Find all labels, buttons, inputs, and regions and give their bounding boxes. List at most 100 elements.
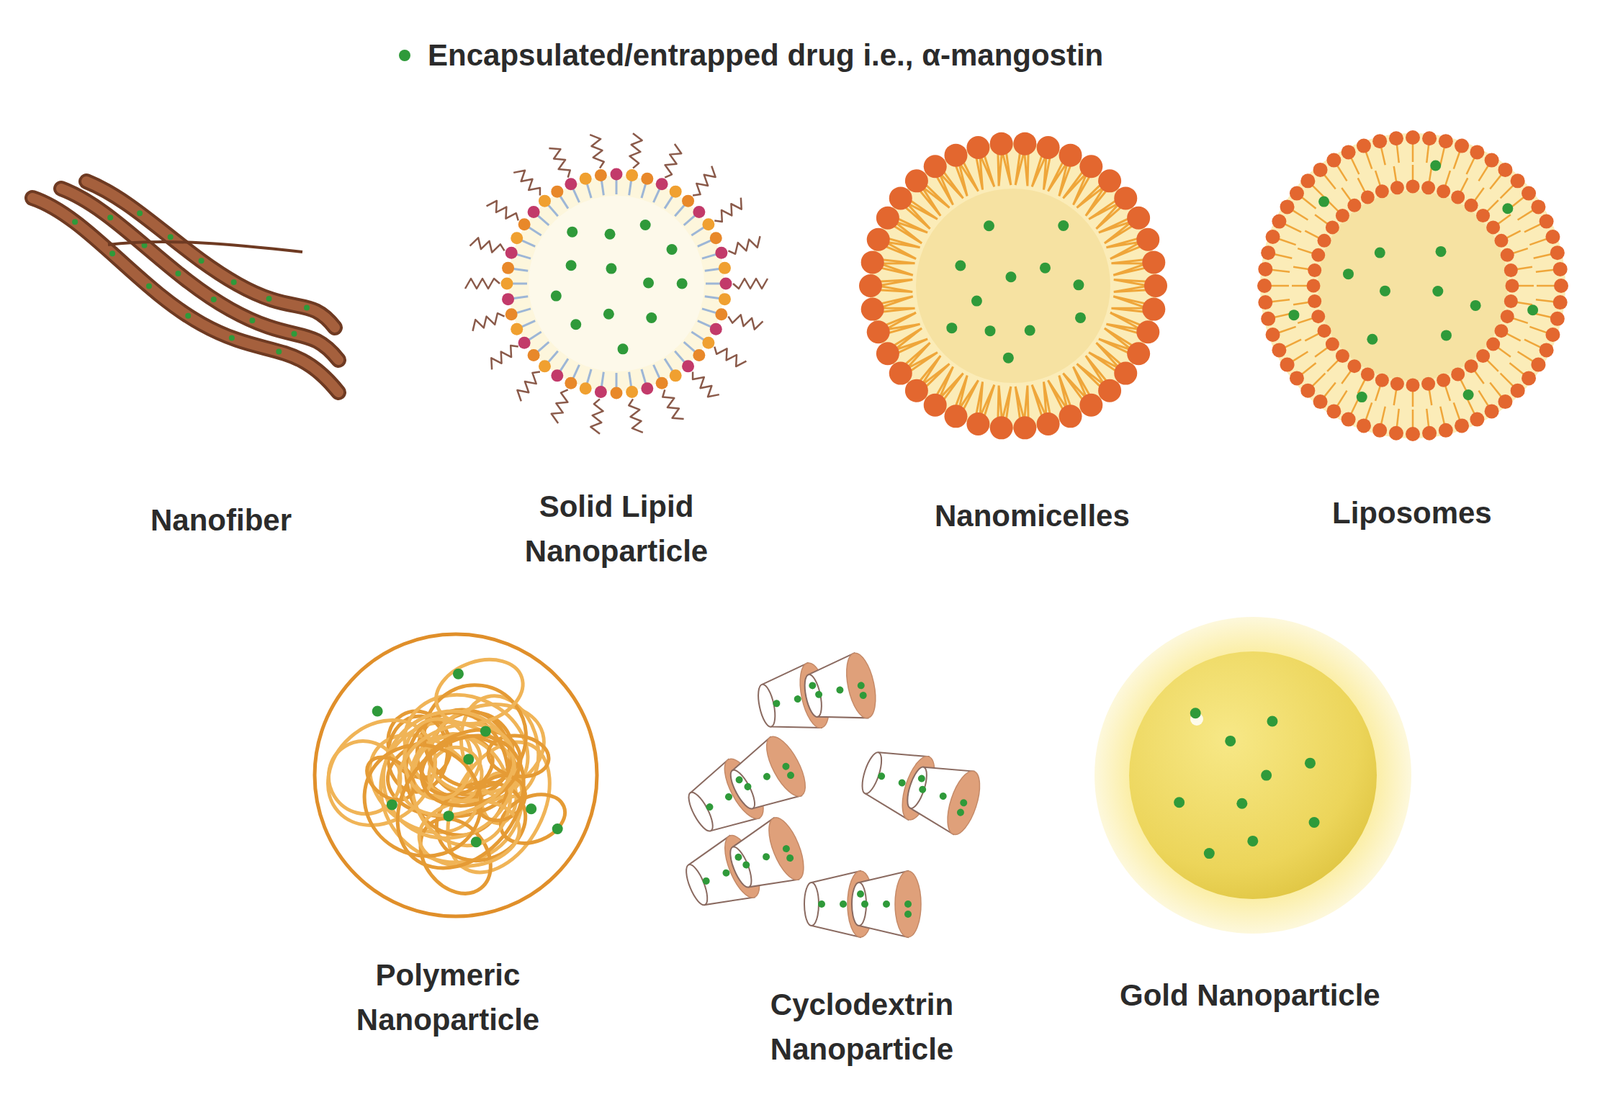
legend: Encapsulated/entrapped drug i.e., α-mang… [398, 38, 1104, 73]
lipid-head [538, 195, 551, 208]
lipid-head [1486, 220, 1500, 235]
lipid-head [1326, 403, 1341, 419]
polymer-chain [427, 648, 532, 736]
drug-dot [1356, 391, 1368, 403]
lipid-tail [1489, 173, 1503, 190]
lipid-tail [1311, 373, 1326, 389]
lipid-tail [1272, 253, 1292, 258]
drug-dot [859, 691, 868, 700]
drug-dot [983, 220, 995, 232]
cyclodextrin-rim [725, 766, 759, 812]
surfactant-tail [691, 226, 705, 236]
drug-dot [959, 798, 969, 808]
surfactant-tail [674, 351, 685, 364]
peg-chain [727, 314, 763, 330]
drug-dot [146, 283, 152, 290]
peg-chain [714, 347, 746, 368]
drug-dot [1432, 285, 1444, 297]
lipid-head [1335, 349, 1350, 363]
drug-dot [645, 312, 657, 324]
lipid-tail [1283, 223, 1302, 232]
drug-dot [249, 317, 255, 324]
drug-dot [676, 278, 688, 290]
lipid-head [501, 262, 515, 275]
solid-lipid-nanoparticle-figure [465, 133, 768, 435]
drug-dot [109, 250, 116, 257]
surfactant-tail [697, 239, 713, 247]
peg-chain [692, 166, 716, 196]
lipid-head [1469, 144, 1485, 160]
surfactant-head [1059, 144, 1083, 168]
drug-dot [167, 234, 174, 240]
surfactant-head [866, 320, 891, 344]
figure-label: Gold Nanoparticle [1119, 973, 1381, 1019]
peg-chain [590, 398, 603, 435]
drug-dot [882, 900, 891, 909]
lipid-head [1500, 248, 1515, 263]
surfactant-tail [1111, 296, 1148, 313]
lipid-head [1317, 234, 1332, 248]
drug-dot [836, 686, 845, 695]
lipid-tail [1322, 382, 1336, 399]
drug-dot [525, 803, 537, 815]
lipid-head [1372, 423, 1387, 438]
lipid-head [718, 293, 731, 306]
lipid-head [1450, 190, 1465, 205]
drug-dot [570, 318, 582, 330]
lipid-head [1390, 180, 1405, 195]
fiber-strand [32, 198, 339, 393]
peg-chain [551, 389, 569, 424]
drug-dot [971, 295, 983, 307]
surfactant-tail [586, 182, 592, 199]
lipid-head [1341, 412, 1356, 428]
surfactant-tail [691, 331, 705, 341]
fiber-guide [86, 181, 335, 328]
lipid-head [669, 185, 682, 199]
lipid-tail [1336, 390, 1348, 409]
lipid-head [1372, 133, 1387, 149]
lipid-head [1484, 153, 1500, 168]
lipid-tail [1300, 195, 1317, 209]
lipid-head [1545, 229, 1560, 245]
drug-dot [1342, 268, 1354, 280]
lipid-tail [1380, 406, 1385, 427]
lipid-tail [1291, 209, 1309, 221]
surfactant-head [966, 412, 990, 436]
lipid-head [1356, 418, 1372, 433]
lipid-head [1497, 162, 1513, 178]
lipid-head [702, 218, 715, 231]
lipid-head [1313, 394, 1328, 410]
polymer-chain [345, 725, 500, 877]
lipid-head [1422, 131, 1437, 146]
drug-dot [210, 296, 217, 303]
cyclodextrin-rim [903, 765, 932, 811]
drug-dot [701, 876, 711, 886]
drug-dot [228, 334, 235, 341]
surfactant-tail [684, 342, 697, 353]
drug-dot [136, 210, 143, 217]
surfactant-tail [537, 214, 550, 225]
lipid-head [718, 262, 731, 275]
drug-dot [443, 810, 455, 822]
lipid-head [1375, 184, 1390, 199]
polymer-chain [360, 687, 538, 863]
drug-dot [1005, 271, 1017, 283]
peg-chain [465, 278, 500, 289]
surfactant-tail [879, 259, 916, 276]
drug-dot [761, 852, 772, 862]
surfactant-tail [629, 372, 632, 389]
lipid-tail [1524, 339, 1543, 349]
lipid-head [1390, 377, 1405, 391]
lipid-head [505, 308, 518, 321]
lipid-head [1265, 229, 1281, 245]
lipid-head [579, 172, 592, 186]
drug-dot [917, 774, 927, 784]
surfactant-head [1136, 228, 1160, 252]
drug-dot [1430, 159, 1441, 171]
nanomicelle-figure [859, 132, 1168, 440]
lipid-head [1271, 342, 1287, 358]
figure-label: Liposomes [1332, 491, 1492, 536]
drug-dot [565, 259, 577, 271]
peg-chain [589, 134, 605, 169]
drug-dot [1435, 246, 1447, 258]
